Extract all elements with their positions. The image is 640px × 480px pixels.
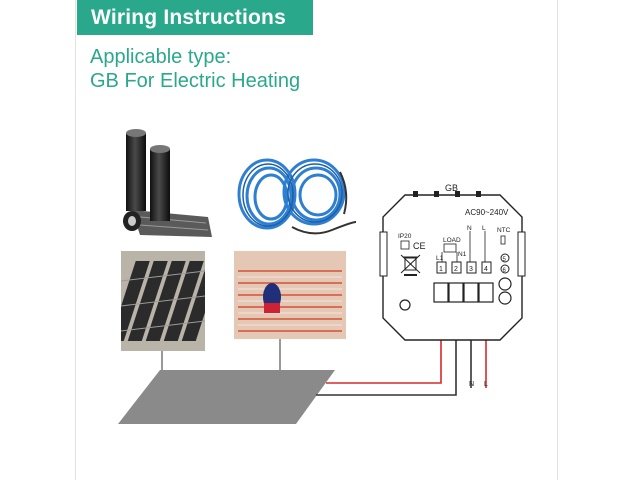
terminal-1-label: 1	[439, 266, 443, 273]
n1-label: N1	[458, 251, 467, 258]
terminal-4-label: 4	[484, 266, 488, 273]
page-title: Wiring Instructions	[77, 0, 313, 35]
l-label: L	[482, 225, 486, 232]
applicable-type-value: GB For Electric Heating	[90, 70, 301, 92]
heating-film-roll-icon	[110, 125, 215, 240]
heating-cable-installed-photo	[234, 251, 346, 339]
ip-rating-label: IP20	[398, 233, 412, 240]
l1-label: L1	[436, 255, 444, 262]
weee-bin-icon	[400, 254, 421, 276]
voltage-label: AC90~240V	[465, 208, 509, 217]
terminal-3-label: 3	[469, 266, 473, 273]
load-label: LOAD	[443, 237, 461, 244]
frame-line-right	[557, 0, 558, 480]
heating-film-installed-photo	[121, 251, 205, 351]
applicable-type-label: Applicable type:	[90, 46, 232, 68]
heating-cable-coil-icon	[232, 152, 360, 242]
frame-line-left	[75, 0, 76, 480]
terminal-2-label: 2	[454, 266, 458, 273]
thermostat-back-panel	[379, 191, 526, 341]
terminal-6-label: 6	[503, 268, 507, 274]
terminal-5-label: 5	[503, 257, 507, 263]
ntc-label: NTC	[497, 227, 511, 234]
thermostat-model-label: GB	[445, 183, 458, 193]
supply-l-label: L	[484, 381, 488, 388]
n-label: N	[467, 225, 472, 232]
supply-n-label: N	[469, 381, 474, 388]
ce-mark-icon: CE	[413, 241, 426, 251]
heating-mat	[118, 370, 335, 424]
